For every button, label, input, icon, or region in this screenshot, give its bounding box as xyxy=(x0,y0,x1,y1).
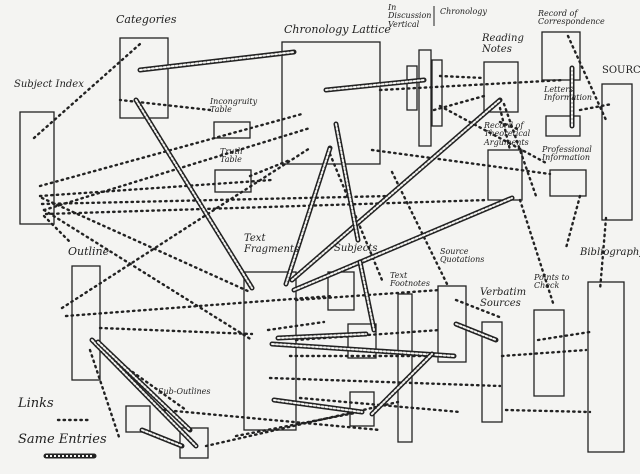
link-line xyxy=(502,102,538,198)
points-to-check-label: Points to Check xyxy=(534,273,570,291)
link-line xyxy=(378,78,566,92)
reading-notes-box xyxy=(483,61,519,113)
sources-label: SOURCES xyxy=(602,65,640,76)
link-line xyxy=(162,408,382,432)
link-line xyxy=(98,326,254,336)
professional-information-box xyxy=(549,169,587,197)
theoretical-arguments-box xyxy=(487,149,523,201)
bibliography-box xyxy=(587,281,625,453)
sources-box xyxy=(601,83,633,221)
chain-line xyxy=(323,77,427,93)
link-line xyxy=(390,170,450,288)
text-footnotes-box xyxy=(397,293,413,443)
link-line xyxy=(438,74,486,80)
link-line xyxy=(32,42,142,140)
sub-outline-box-1 xyxy=(125,405,151,433)
professional-information-label: Professional Information xyxy=(542,145,592,163)
link-line xyxy=(438,104,550,166)
verbatim-sources-box xyxy=(481,321,503,423)
link-line xyxy=(454,298,504,320)
link-line xyxy=(598,216,608,292)
text-footnotes-label: Text Footnotes xyxy=(390,271,430,289)
subject-index-label: Subject Index xyxy=(14,79,84,90)
verbatim-sources-label: Verbatim Sources xyxy=(480,287,527,309)
chain-line xyxy=(291,195,515,293)
legend-links-label: Links xyxy=(18,396,54,411)
text-fragments-box xyxy=(243,271,297,431)
chain-line xyxy=(357,259,377,333)
link-line xyxy=(498,120,522,132)
vertical-bar-2 xyxy=(418,49,432,147)
link-line xyxy=(268,376,502,388)
link-line xyxy=(370,148,552,176)
chain-line xyxy=(453,321,499,343)
link-line xyxy=(578,102,614,112)
link-line xyxy=(204,400,400,448)
subjects-box-1 xyxy=(327,271,355,311)
subjects-label: Subjects xyxy=(334,243,378,254)
chain-line xyxy=(289,97,503,283)
chain-line xyxy=(275,331,369,341)
categories-box xyxy=(119,37,169,119)
bibliography-label: Bibliography xyxy=(580,247,640,258)
link-line xyxy=(564,194,582,250)
link-line xyxy=(64,294,334,318)
chronology-label: Chronology xyxy=(440,7,487,16)
link-line xyxy=(44,198,490,216)
record-of-correspondence-label: Record of Correspondence xyxy=(538,9,605,27)
legend-same-entries-label: Same Entries xyxy=(18,432,107,447)
incongruity-table-label: Incongruity Table xyxy=(210,97,258,115)
link-line xyxy=(248,158,292,178)
sub-outlines-label: Sub-Outlines xyxy=(158,387,211,396)
incongruity-table-box xyxy=(213,121,251,139)
link-line xyxy=(38,178,274,198)
link-line xyxy=(500,348,588,358)
link-line xyxy=(536,330,592,342)
source-quotations-box xyxy=(437,285,467,363)
source-quotations-label: Source Quotations xyxy=(440,247,485,265)
chain-line xyxy=(369,351,435,417)
chain-line xyxy=(333,121,361,243)
subject-index-box xyxy=(19,111,55,225)
letters-information-box xyxy=(545,115,581,137)
link-line xyxy=(60,146,312,310)
vertical-bar-3 xyxy=(431,59,443,127)
outline-box xyxy=(71,265,101,381)
chronology-lattice-box xyxy=(281,41,381,165)
subjects-box-2 xyxy=(347,323,377,359)
link-line xyxy=(518,198,556,308)
link-line xyxy=(42,208,254,342)
chain-line xyxy=(139,427,185,449)
truth-table-box xyxy=(214,169,252,193)
chain-line xyxy=(271,397,365,415)
outline-label: Outline xyxy=(68,245,110,258)
link-line xyxy=(566,34,608,122)
chain-line xyxy=(89,337,199,449)
theoretical-arguments-label: Record of Theoretical Arguments xyxy=(484,121,531,147)
reading-notes-label: Reading Notes xyxy=(482,33,524,55)
text-fragments-label: Text Fragments xyxy=(244,233,300,255)
link-line xyxy=(118,98,212,112)
chain-line xyxy=(269,341,457,359)
chronology-lattice-label: Chronology Lattice xyxy=(284,23,391,36)
link-line xyxy=(40,194,392,206)
chain-line xyxy=(283,145,333,287)
chain-line xyxy=(95,339,193,433)
link-line xyxy=(266,320,326,332)
chain-line xyxy=(137,49,297,73)
points-to-check-box xyxy=(533,309,565,397)
chain-line xyxy=(133,97,255,291)
letters-information-label: Letters Information xyxy=(544,85,593,103)
link-line xyxy=(42,214,72,244)
categories-label: Categories xyxy=(116,13,177,26)
link-line xyxy=(234,410,362,438)
link-line xyxy=(504,408,592,414)
link-line xyxy=(38,112,304,188)
in-discussion-vertical-label: In Discussion Vertical xyxy=(388,3,432,29)
link-line xyxy=(88,348,122,442)
truth-table-label: Truth Table xyxy=(220,147,243,165)
link-line xyxy=(40,196,252,294)
